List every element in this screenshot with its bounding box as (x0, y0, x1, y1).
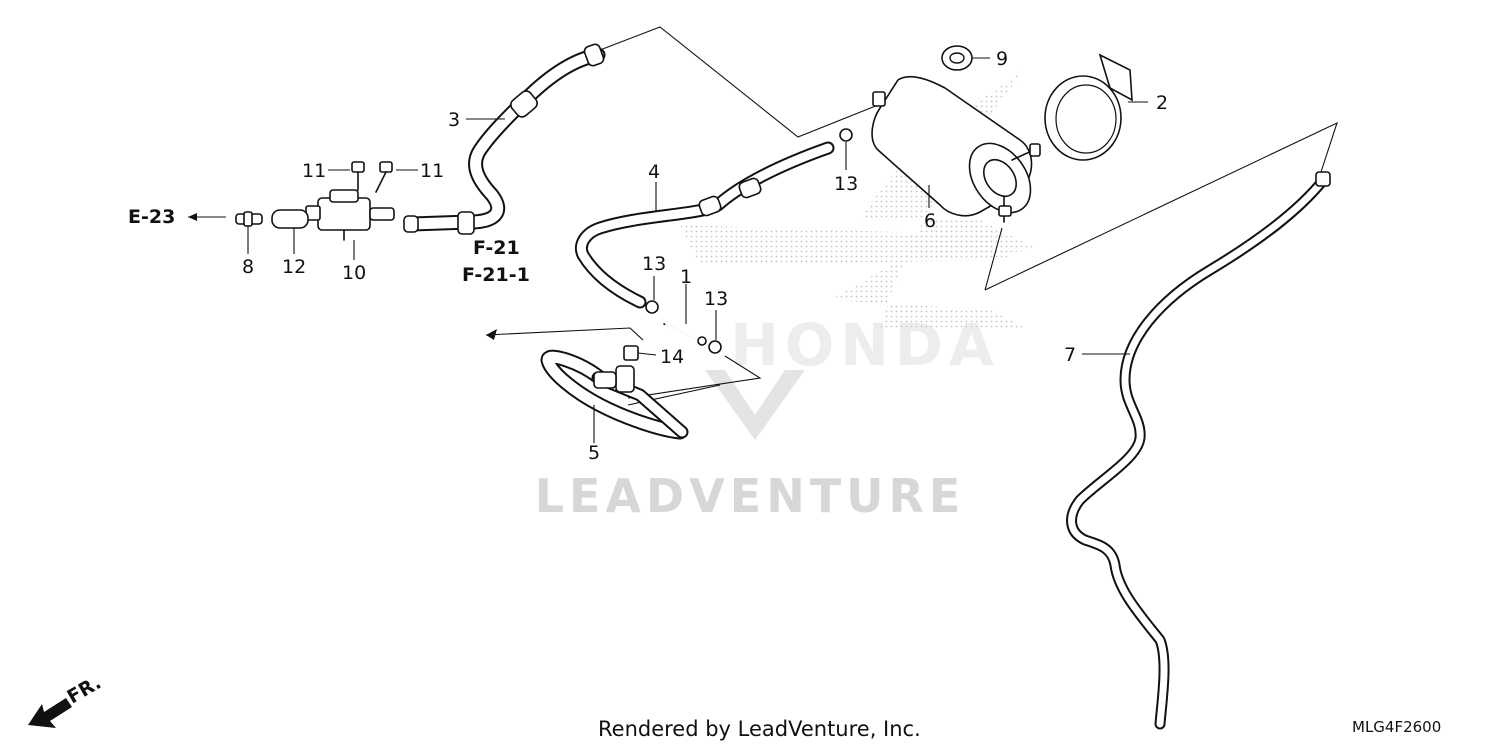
callout-10: 10 (342, 262, 366, 284)
callout-4: 4 (648, 161, 660, 183)
diagram-code: MLG4F2600 (1352, 718, 1442, 736)
part-8-fitting (235, 211, 263, 227)
part-14-fitting (623, 345, 639, 361)
rendered-by-credit: Rendered by LeadVenture, Inc. (598, 717, 921, 741)
part-2-strap (1044, 53, 1133, 161)
callout-5: 5 (588, 442, 600, 464)
part-6-canister (871, 75, 1041, 223)
front-label: FR. (64, 672, 105, 709)
callout-13-middle: 13 (642, 253, 666, 275)
reference-e23: E-23 (128, 206, 175, 228)
callout-8: 8 (242, 256, 254, 278)
part-12-short-hose (271, 209, 309, 229)
callout-7: 7 (1064, 344, 1076, 366)
callout-3: 3 (448, 109, 460, 131)
reference-f21-1: F-21-1 (462, 264, 530, 286)
callout-13-top: 13 (834, 173, 858, 195)
callout-2: 2 (1156, 92, 1168, 114)
part-10-purge-valve (305, 189, 395, 241)
part-1-bolt (663, 323, 707, 346)
reference-f21: F-21 (473, 237, 520, 259)
part-11-screws (351, 161, 393, 193)
reference-labels: E-23 F-21 F-21-1 (128, 206, 530, 286)
callout-9: 9 (996, 48, 1008, 70)
part-9-cap (941, 45, 973, 71)
part-3-hose (403, 43, 606, 235)
callout-14: 14 (660, 346, 684, 368)
callout-6: 6 (924, 210, 936, 232)
callout-11-right: 11 (420, 160, 444, 182)
part-5-hose-assembly (540, 349, 689, 440)
callout-1: 1 (680, 266, 692, 288)
part-13-clamps (645, 128, 853, 354)
callout-leaders (188, 57, 1148, 443)
callout-11-left: 11 (302, 160, 326, 182)
front-arrow-icon (28, 698, 72, 728)
callout-12: 12 (282, 256, 306, 278)
watermark-v-mark (705, 370, 805, 440)
watermark-brand: HONDA (730, 311, 999, 379)
part-4-hose (574, 141, 835, 309)
front-direction-indicator: FR. (28, 672, 105, 728)
part-7-long-hose (1066, 171, 1331, 730)
callout-labels: 1 2 3 4 5 6 7 8 9 10 11 11 12 13 13 13 1… (242, 48, 1168, 464)
watermark-company: LEADVENTURE (535, 469, 966, 523)
callout-13-bottom: 13 (704, 288, 728, 310)
watermark-wing-lower (680, 225, 1010, 265)
